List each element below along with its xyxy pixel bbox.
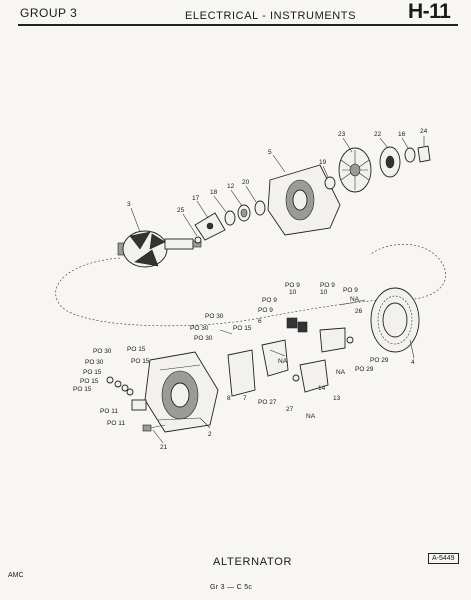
page-number: H-11 — [408, 0, 451, 23]
callout-label: 14 — [318, 385, 326, 392]
callout-label: 22 — [374, 131, 382, 138]
callout-label: PO 9 — [262, 297, 277, 304]
callout-label: PO 15 — [131, 358, 150, 365]
callout-label: PO 9 — [320, 282, 335, 289]
leader-lines — [130, 136, 425, 444]
group-heading: GROUP 3 — [20, 6, 78, 20]
front-bearing-parts — [194, 200, 266, 244]
callout-label: 5 — [268, 149, 272, 156]
header-rule — [18, 24, 458, 26]
callout-label: PO 30 — [194, 335, 213, 342]
callout-labels: 23 22 16 24 5 19 20 12 18 17 3 25 PO 9 1… — [73, 128, 428, 451]
callout-label: 6 — [258, 318, 262, 325]
callout-label: 20 — [242, 179, 250, 186]
callout-label: PO 9 — [258, 307, 273, 314]
callout-label: PO 29 — [355, 366, 374, 373]
figure-title: ALTERNATOR — [213, 556, 293, 568]
callout-label: PO 30 — [85, 359, 104, 366]
callout-label: NA — [306, 413, 316, 420]
callout-label: 27 — [286, 406, 294, 413]
callout-label: 8 — [227, 395, 231, 402]
callout-label: NA — [336, 369, 346, 376]
rectifier-brush-parts — [227, 317, 354, 397]
callout-label: PO 11 — [100, 408, 118, 415]
callout-label: 21 — [160, 444, 168, 451]
callout-label: 7 — [243, 395, 247, 402]
callout-label: 4 — [411, 359, 415, 366]
front-housing-part — [267, 164, 341, 236]
figure-reference-box: A-5449 — [428, 553, 459, 564]
section-heading: ELECTRICAL - INSTRUMENTS — [185, 10, 357, 22]
callout-label: PO 15 — [73, 386, 92, 393]
callout-label: 19 — [319, 159, 327, 166]
bolts-screws — [106, 299, 366, 432]
callout-label: NA — [278, 358, 288, 365]
publisher-mark: AMC — [8, 572, 24, 579]
callout-label: 2 — [208, 431, 212, 438]
callout-label: 24 — [420, 128, 428, 135]
rotor-part — [117, 230, 202, 268]
callout-label: PO 30 — [205, 313, 224, 320]
callout-label: PO 15 — [233, 325, 252, 332]
callout-label: 18 — [210, 189, 218, 196]
callout-label: 26 — [355, 308, 363, 315]
assembly-dashed-path — [55, 244, 446, 327]
callout-label: 13 — [333, 395, 341, 402]
callout-label: 25 — [177, 207, 185, 214]
callout-label: PO 29 — [370, 357, 389, 364]
callout-label: 10 — [320, 289, 328, 296]
callout-label: PO 11 — [107, 420, 125, 427]
callout-label: 23 — [338, 131, 346, 138]
rear-housing-part — [144, 351, 219, 433]
callout-label: PO 30 — [93, 348, 112, 355]
callout-label: PO 15 — [80, 378, 99, 385]
callout-label: PO 30 — [190, 325, 209, 332]
callout-label: 10 — [289, 289, 297, 296]
callout-label: NA — [350, 296, 360, 303]
callout-label: 16 — [398, 131, 406, 138]
callout-label: PO 15 — [83, 369, 102, 376]
stator-part — [370, 287, 420, 353]
footer-page-reference: Gr 3 — C 5c — [210, 584, 253, 591]
fan-pulley-parts — [324, 145, 431, 193]
callout-label: PO 9 — [343, 287, 358, 294]
callout-label: 12 — [227, 183, 235, 190]
callout-label: PO 9 — [285, 282, 300, 289]
callout-label: 3 — [127, 201, 131, 208]
callout-label: PO 27 — [258, 399, 277, 406]
callout-label: 17 — [192, 195, 200, 202]
callout-label: PO 15 — [127, 346, 146, 353]
